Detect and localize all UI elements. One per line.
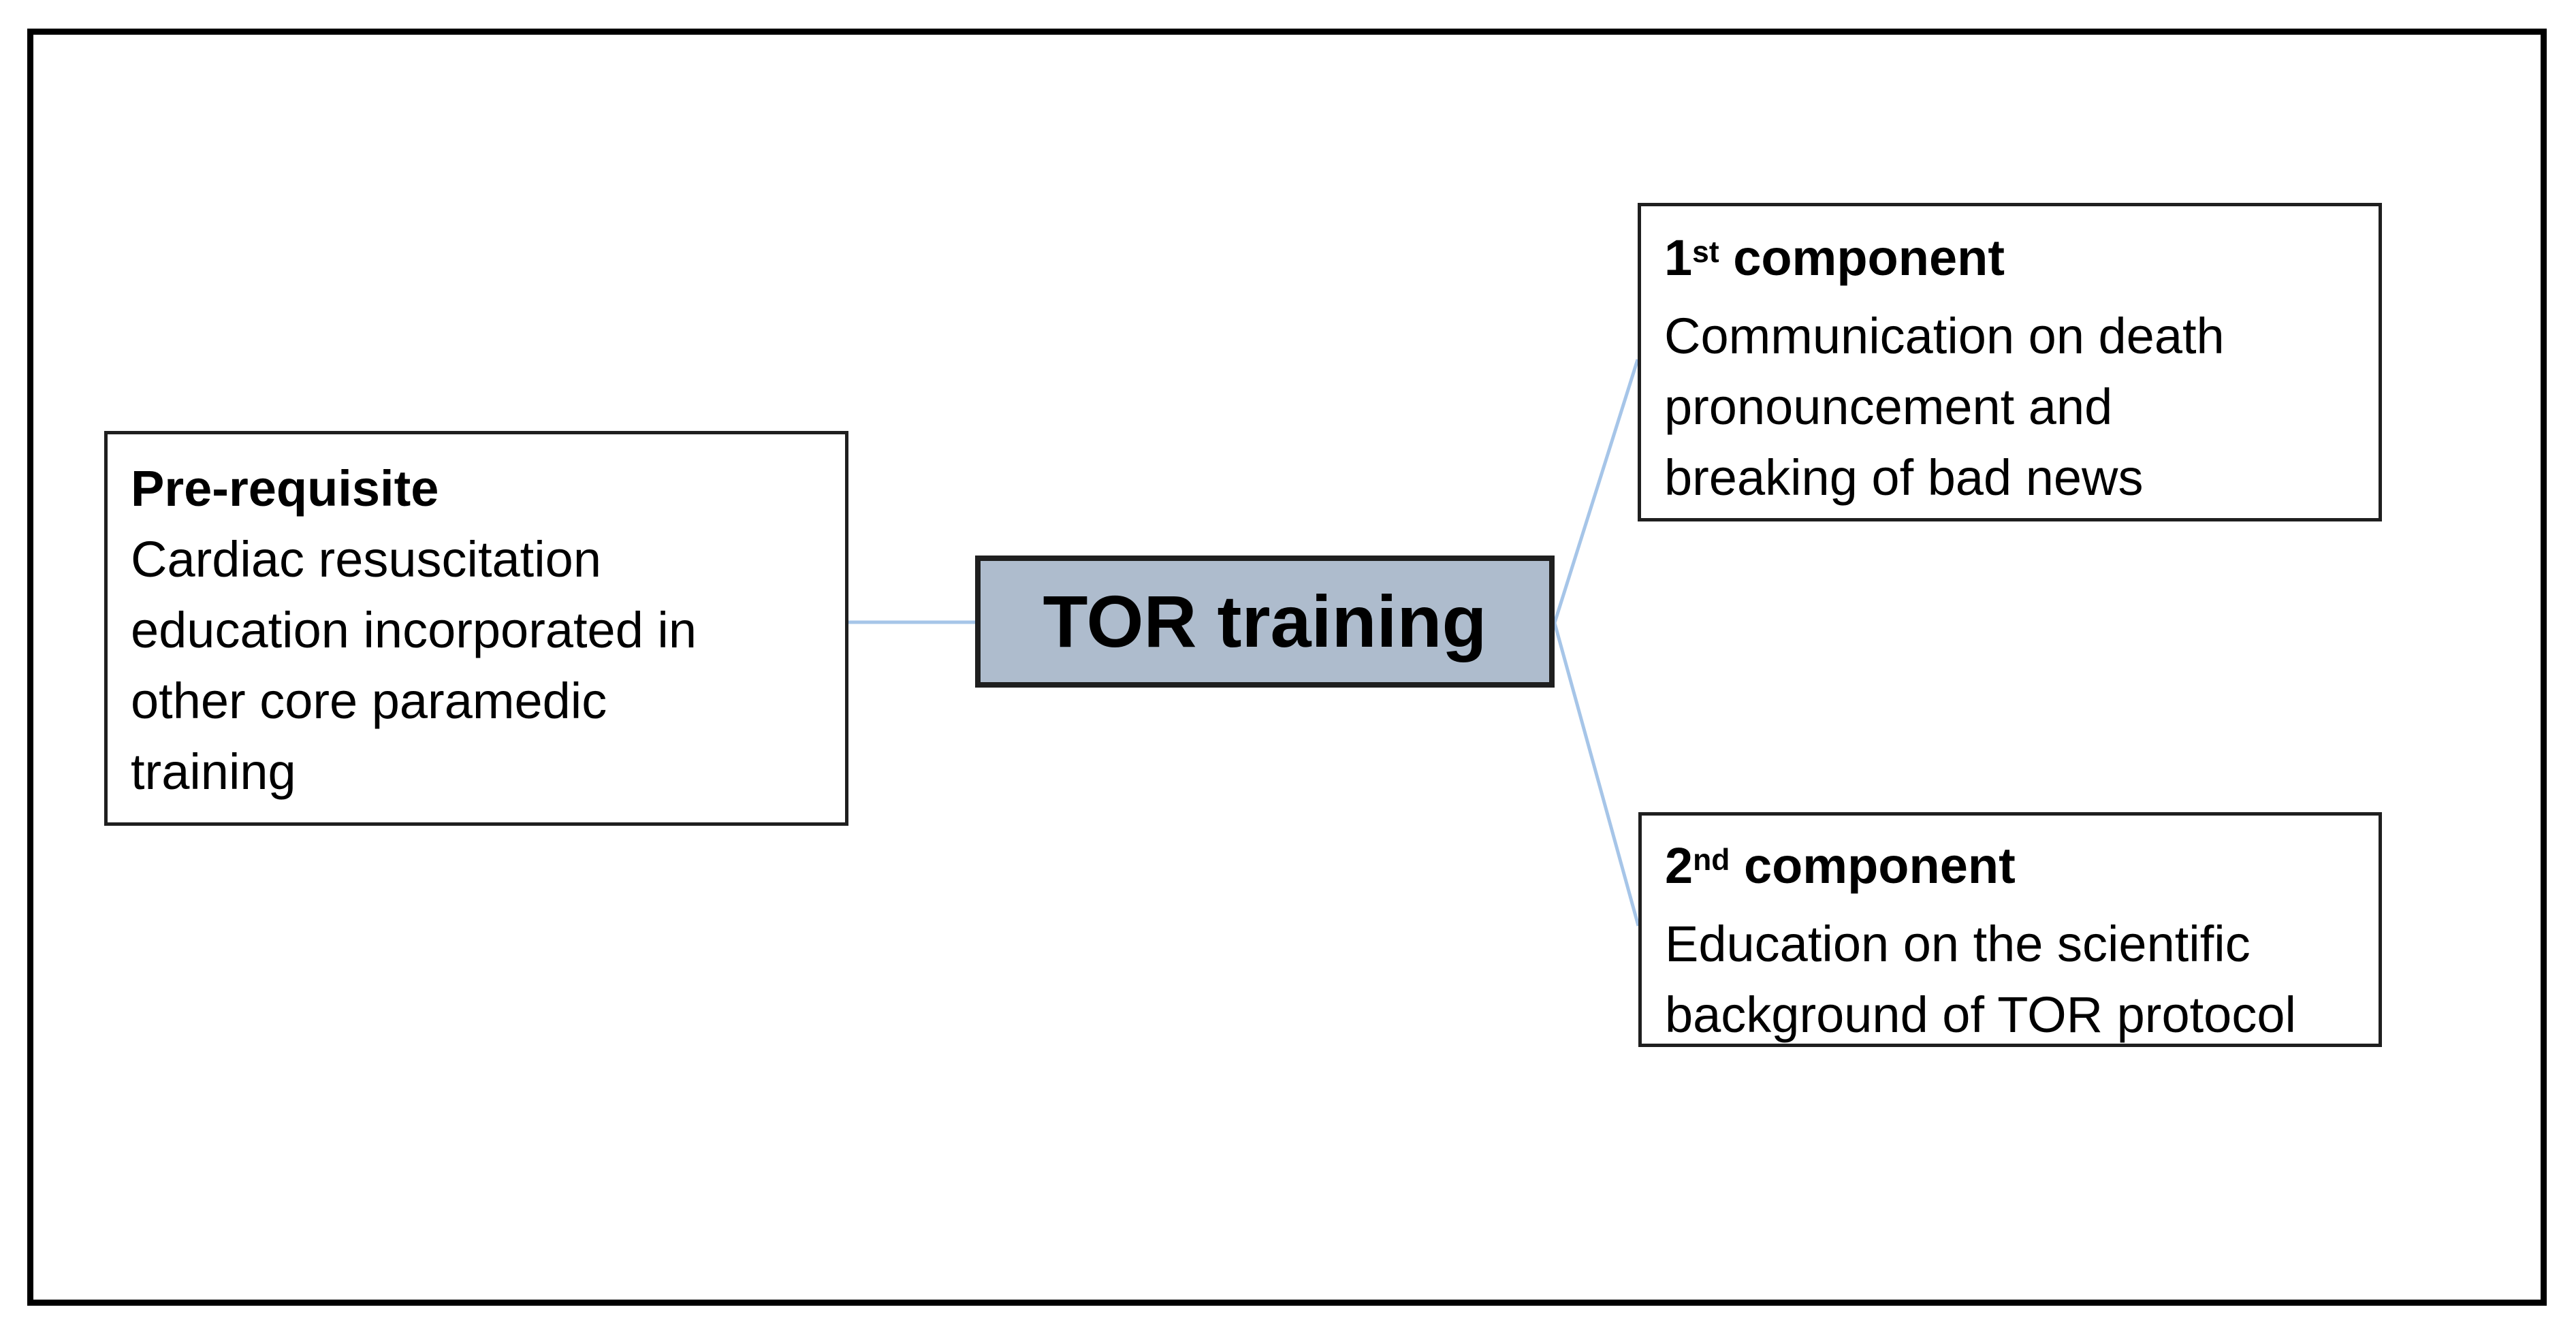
component-1-text-line: Communication on death [1664, 308, 2225, 364]
component-1-title: 1st component [1664, 223, 2355, 301]
prerequisite-text-line: Cardiac resuscitation [131, 531, 601, 588]
component-2-ordinal: nd [1693, 843, 1730, 878]
prerequisite-text-line: other core paramedic [131, 673, 607, 729]
component-1-ordinal: st [1692, 236, 1719, 270]
prerequisite-title: Pre-requisite [131, 460, 439, 517]
prerequisite-box: Pre-requisite Cardiac resuscitation educ… [104, 431, 848, 826]
component-1-box: 1st component Communication on death pro… [1638, 203, 2382, 521]
component-2-title-rest: component [1730, 837, 2016, 894]
component-1-title-rest: component [1719, 229, 2005, 286]
component-2-text-line: Education on the scientific [1665, 916, 2251, 972]
component-1-text-line: pronouncement and [1664, 379, 2113, 435]
prerequisite-text-line: education incorporated in [131, 602, 697, 658]
component-2-number: 2 [1665, 837, 1694, 894]
component-2-text-line: background of TOR protocol [1665, 986, 2296, 1043]
component-2-title: 2nd component [1665, 831, 2355, 909]
component-1-number: 1 [1664, 229, 1693, 286]
diagram-frame [27, 29, 2547, 1306]
tor-training-label: TOR training [1043, 580, 1487, 662]
tor-training-box: TOR training [975, 556, 1555, 688]
component-1-text-line: breaking of bad news [1664, 449, 2144, 506]
component-2-box: 2nd component Education on the scientifi… [1638, 812, 2382, 1047]
prerequisite-text-line: training [131, 743, 296, 800]
